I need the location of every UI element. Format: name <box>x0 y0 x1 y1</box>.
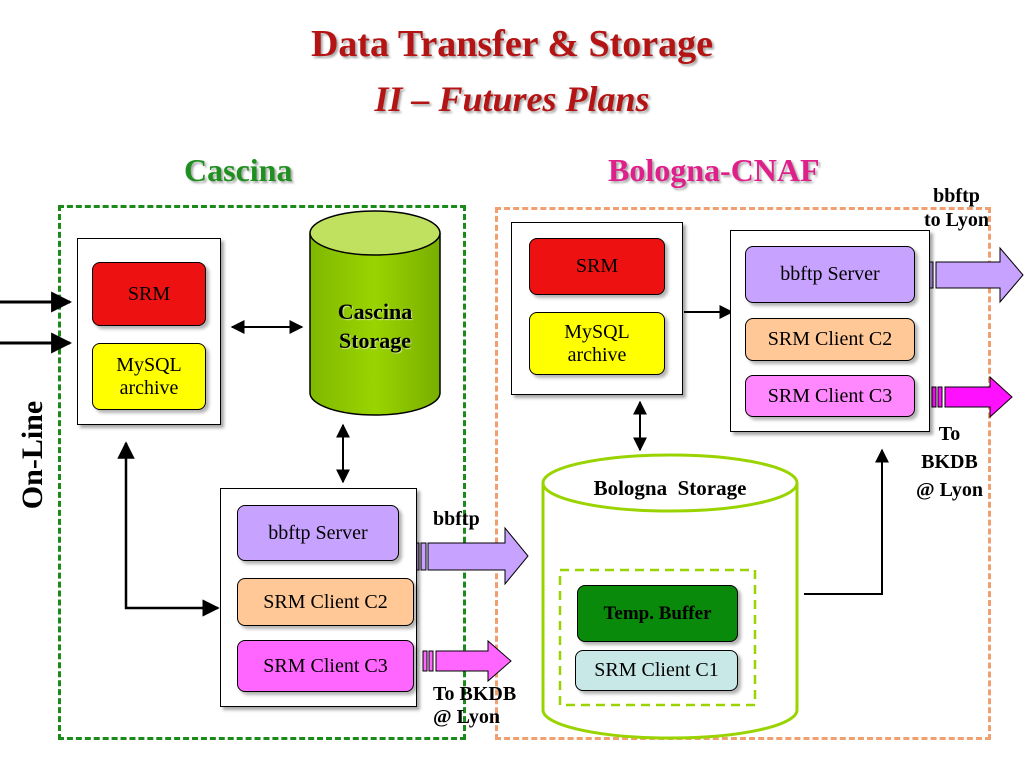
cascina-l-connector <box>117 441 220 617</box>
cascina-bkdb-block-arrow <box>422 639 512 683</box>
cascina-bbftp-block-arrow <box>414 526 529 586</box>
page-title: Data Transfer & Storage <box>310 23 714 65</box>
bologna-srm-client-c1-box: SRM Client C1 <box>575 650 738 691</box>
cascina-srm-box: SRM <box>92 262 206 326</box>
cascina-region <box>58 205 466 740</box>
cascina-srm-client-c3-box: SRM Client C3 <box>237 640 414 692</box>
page-subtitle: II – Futures Plans <box>374 79 650 119</box>
online-label: On-Line <box>16 400 49 510</box>
cascina-bbftp-arrow-label: bbftp <box>433 508 480 530</box>
bologna-srm-client-c2-box: SRM Client C2 <box>745 318 915 361</box>
bologna-bbftp-block-arrow <box>921 246 1024 304</box>
bologna-bbftp-lyon-label: bbftp to Lyon <box>924 185 990 231</box>
bologna-srm-client-c3-box: SRM Client C3 <box>745 375 915 417</box>
bologna-heading: Bologna-CNAF <box>608 152 820 188</box>
temp-buffer-region <box>558 568 757 707</box>
bologna-bkdb-block-arrow <box>931 375 1013 419</box>
cascina-mysql-box: MySQL archive <box>92 343 206 410</box>
bologna-storage-transfer-link <box>804 448 889 595</box>
cascina-bbftp-server-box: bbftp Server <box>237 505 399 561</box>
bologna-region <box>495 207 991 740</box>
bologna-mysql-box: MySQL archive <box>529 312 665 375</box>
bologna-storage-label: Bologna Storage <box>593 476 747 500</box>
cascina-storage-cylinder <box>309 210 441 416</box>
bologna-bbftp-server-box: bbftp Server <box>745 246 915 303</box>
bologna-srm-box: SRM <box>529 238 665 295</box>
temp-buffer-box: Temp. Buffer <box>577 585 738 642</box>
cascina-srm-client-c2-box: SRM Client C2 <box>237 578 414 626</box>
cascina-heading: Cascina <box>184 152 293 188</box>
cascina-bkdb-label: To BKDB @ Lyon <box>433 683 517 728</box>
bologna-bkdb-label: To BKDB @ Lyon <box>916 423 983 501</box>
cascina-storage-label: Cascina Storage <box>337 299 413 353</box>
